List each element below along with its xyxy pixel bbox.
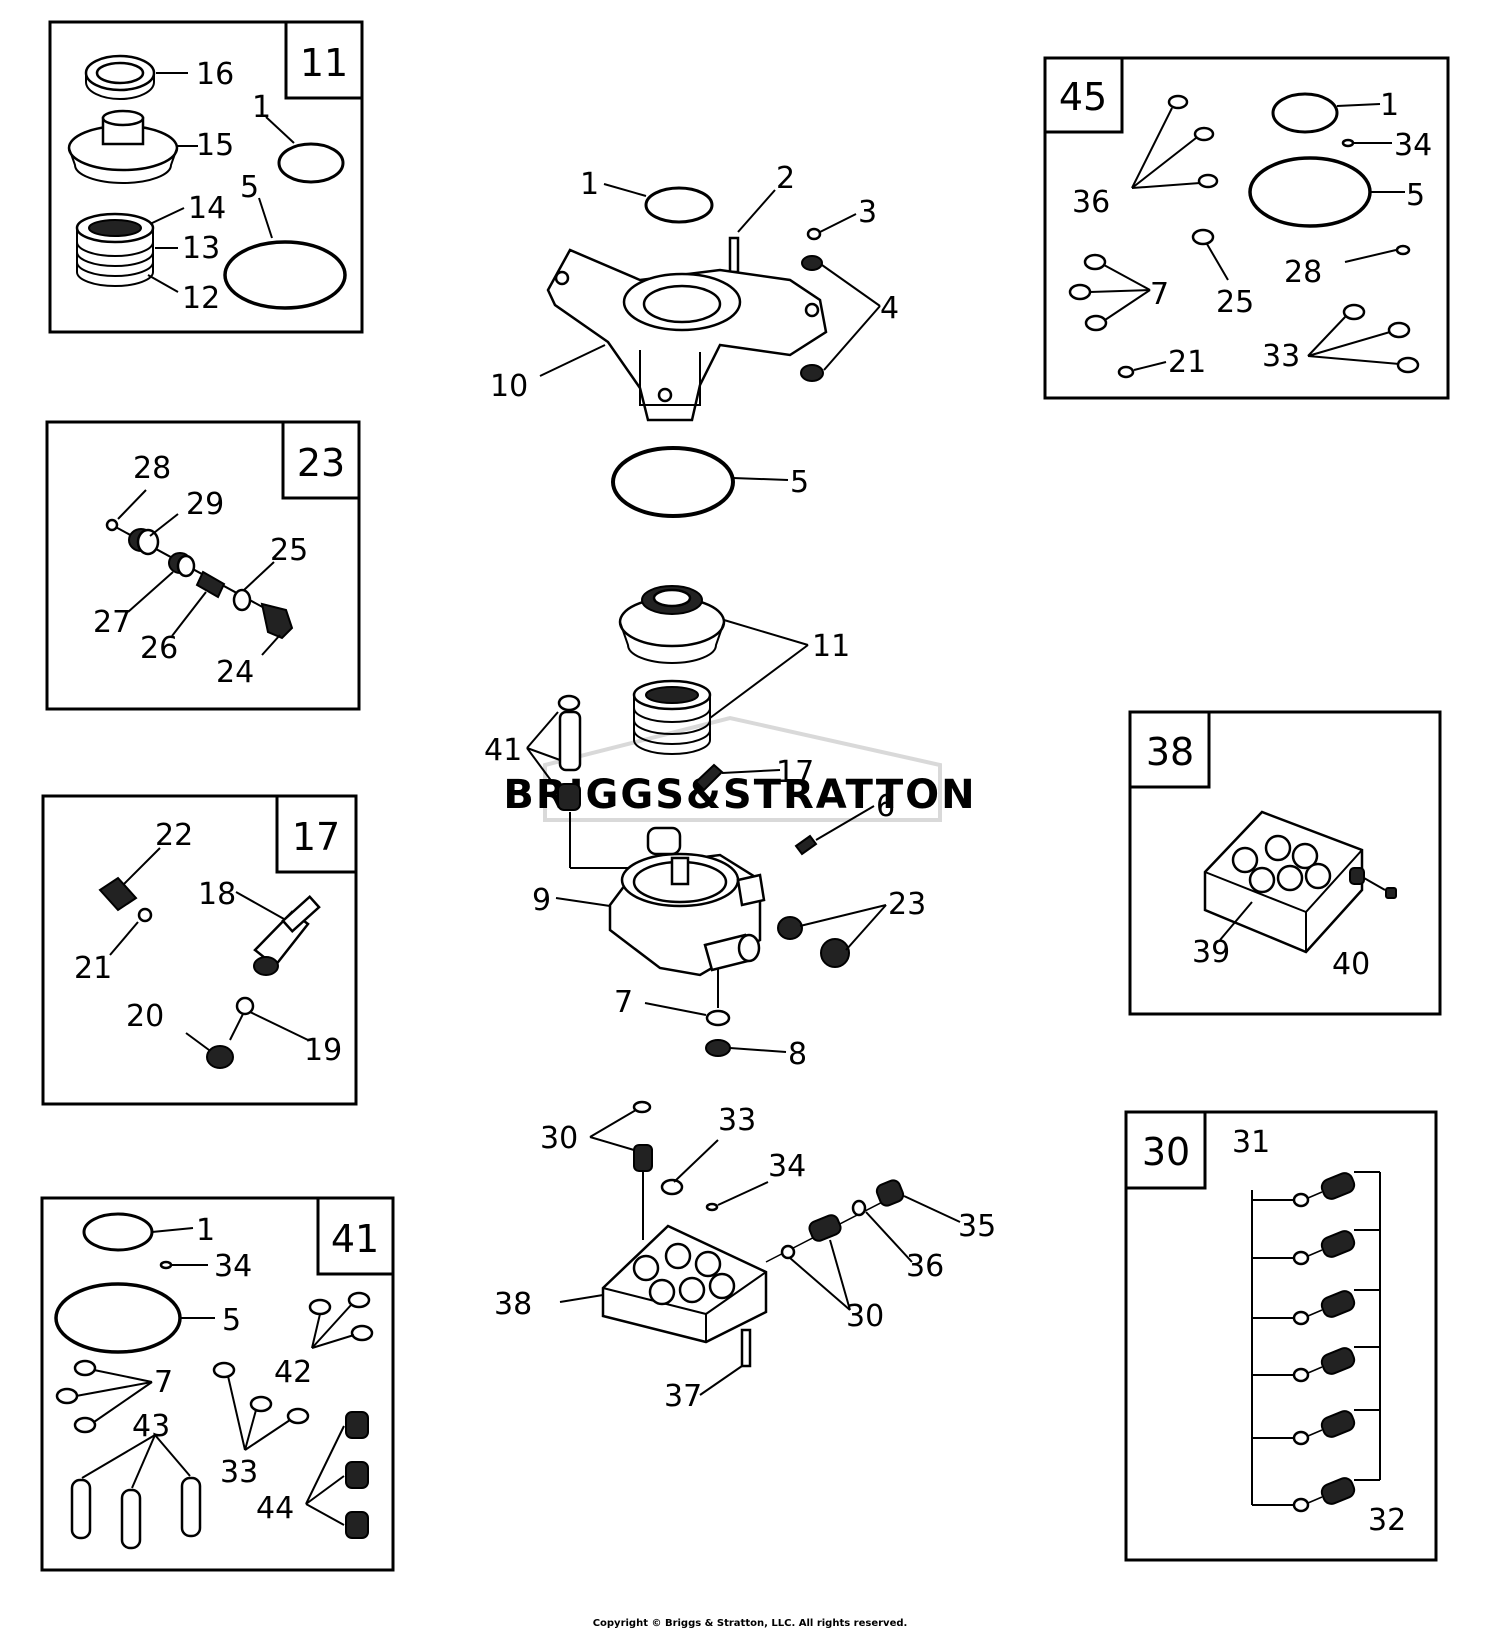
callout-label: 8 (788, 1037, 807, 1072)
kit-box-41: 41 (40, 1196, 395, 1572)
callout-label: 1 (196, 1213, 215, 1248)
callout-label: 21 (74, 951, 112, 986)
lower-center-assembly (559, 1100, 961, 1396)
callout-label: 4 (880, 291, 899, 326)
callout-label: 15 (196, 128, 234, 163)
kit-box-45: 45 (1043, 56, 1450, 400)
kit-30-row (1252, 1346, 1380, 1383)
kit-box-17: 17 (41, 794, 358, 1106)
callout-label: 11 (812, 629, 850, 664)
callout-label: 3 (858, 195, 877, 230)
callout-label: 5 (1406, 178, 1425, 213)
callout-label: 9 (532, 883, 551, 918)
callout-label: 34 (1394, 128, 1432, 163)
callout-label: 1 (580, 167, 599, 202)
kit-30-row (1252, 1229, 1380, 1266)
callout-label: 20 (126, 999, 164, 1034)
callout-label: 28 (133, 451, 171, 486)
kit-box-38: 38 (1128, 710, 1442, 1016)
callout-label: 1 (1380, 88, 1399, 123)
kit-30-row (1252, 1409, 1380, 1446)
callout-label: 25 (270, 533, 308, 568)
kit-number: 11 (300, 41, 348, 85)
callout-label: 37 (664, 1379, 702, 1414)
kit-17-parts (98, 847, 321, 1069)
callout-label: 25 (1216, 285, 1254, 320)
callout-label: 36 (906, 1249, 944, 1284)
callout-label: 2 (776, 161, 795, 196)
callout-label: 10 (490, 369, 528, 404)
callout-label: 24 (216, 655, 254, 690)
callout-label: 21 (1168, 345, 1206, 380)
kit-number: 45 (1059, 75, 1107, 119)
callout-label: 31 (1232, 1125, 1270, 1160)
kit-45-parts (1068, 92, 1420, 379)
callout-label: 34 (768, 1149, 806, 1184)
watermark-text: BRIGGS&STRATTON (503, 772, 976, 818)
callout-label: 23 (888, 887, 926, 922)
kit-23-parts (105, 489, 294, 656)
kit-number: 17 (292, 815, 340, 859)
kit-box-11: 11 (48, 20, 364, 334)
watermark: BRIGGS&STRATTON (503, 715, 976, 822)
callout-label: 27 (93, 605, 131, 640)
callout-label: 38 (494, 1287, 532, 1322)
kit-number: 30 (1142, 1130, 1190, 1174)
callout-label: 42 (274, 1355, 312, 1390)
center-assembly (526, 183, 887, 1057)
callout-label: 43 (132, 1409, 170, 1444)
callout-label: 16 (196, 57, 234, 92)
kit-box-23: 23 (45, 420, 361, 711)
callout-label: 17 (776, 755, 814, 790)
callout-label: 18 (198, 877, 236, 912)
kit-number: 23 (297, 441, 345, 485)
callout-label: 5 (240, 170, 259, 205)
kit-30-row (1252, 1171, 1380, 1208)
callout-label: 41 (484, 733, 522, 768)
callout-label: 26 (140, 631, 178, 666)
callout-label: 33 (220, 1455, 258, 1490)
kit-number: 41 (331, 1217, 379, 1261)
callout-label: 7 (614, 985, 633, 1020)
callout-label: 7 (154, 1365, 173, 1400)
callout-label: 12 (182, 281, 220, 316)
callout-label: 7 (1150, 277, 1169, 312)
kit-30-row (1252, 1477, 1380, 1513)
callout-label: 39 (1192, 935, 1230, 970)
callout-label: 34 (214, 1249, 252, 1284)
callout-label: 14 (188, 191, 226, 226)
callout-label: 5 (790, 465, 809, 500)
kit-41-parts (54, 1212, 374, 1550)
callout-label: 33 (1262, 339, 1300, 374)
kit-38-parts (1203, 810, 1397, 954)
callout-label: 40 (1332, 947, 1370, 982)
callout-label: 36 (1072, 185, 1110, 220)
callout-label: 30 (540, 1121, 578, 1156)
callout-label: 44 (256, 1491, 294, 1526)
kit-box-30: 30 (1124, 1110, 1438, 1562)
callout-label: 6 (876, 789, 895, 824)
callout-label: 28 (1284, 255, 1322, 290)
kit-30-parts (1251, 1171, 1381, 1513)
callout-label: 33 (718, 1103, 756, 1138)
callout-label: 35 (958, 1209, 996, 1244)
kit-number: 38 (1146, 730, 1194, 774)
kit-30-row (1252, 1289, 1380, 1326)
callout-label: 19 (304, 1033, 342, 1068)
callout-labels: 16 15 1 14 5 13 12 28 29 25 27 26 24 22 … (74, 57, 1432, 1538)
copyright-notice: Copyright © Briggs & Stratton, LLC. All … (592, 1618, 908, 1629)
callout-label: 1 (252, 90, 271, 125)
callout-label: 32 (1368, 1503, 1406, 1538)
callout-label: 29 (186, 487, 224, 522)
callout-label: 22 (155, 818, 193, 853)
callout-label: 30 (846, 1299, 884, 1334)
kit-11-parts (67, 54, 347, 310)
callout-label: 13 (182, 231, 220, 266)
callout-label: 5 (222, 1303, 241, 1338)
